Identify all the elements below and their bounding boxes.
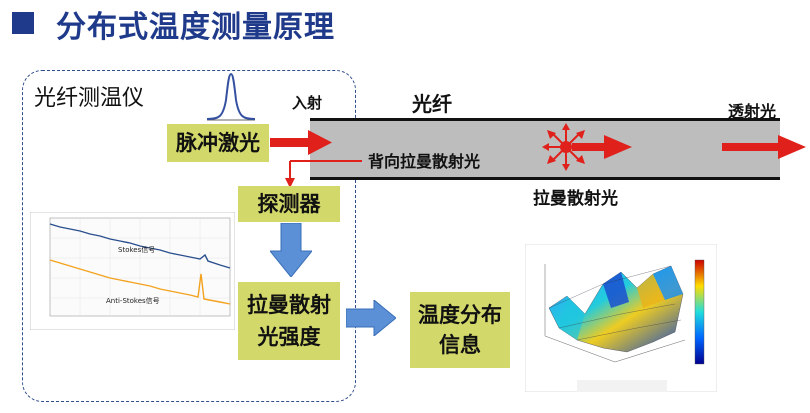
raman-intensity-label: 拉曼散射光强度 [247,293,331,349]
page-title: 分布式温度测量原理 [56,10,335,45]
incident-arrow [270,130,332,155]
pulse-waveform-icon [206,72,256,121]
right-arrow [346,300,396,336]
temperature-surface-chart [525,244,717,392]
transmitted-label: 透射光 [728,102,777,121]
title-bullet [12,12,34,34]
transmitted-arrow [722,135,806,159]
raman-signal-chart: Stokes信号 Anti-Stokes信号 [30,212,235,330]
optical-fiber [310,118,780,180]
detector-label: 探测器 [257,192,321,216]
pulse-laser-box: 脉冲激光 [167,124,269,162]
instrument-box [22,70,356,402]
raman-intensity-box: 拉曼散射光强度 [238,282,340,360]
raman-scatter-label: 拉曼散射光 [533,189,618,209]
temp-distribution-label: 温度分布信息 [418,303,502,357]
backscatter-label: 背向拉曼散射光 [368,152,481,171]
temp-distribution-box: 温度分布信息 [410,292,510,368]
pulse-laser-label: 脉冲激光 [176,131,260,155]
fiber-label: 光纤 [412,92,452,116]
scatter-burst-icon [542,123,632,171]
backscatter-arrow [285,160,362,188]
instrument-label: 光纤测温仪 [34,86,145,111]
detector-box: 探测器 [238,186,340,222]
incident-label: 入射 [292,94,323,112]
antistokes-signal-label: Anti-Stokes信号 [106,296,160,305]
stokes-signal-label: Stokes信号 [118,245,155,254]
down-arrow [270,223,312,277]
